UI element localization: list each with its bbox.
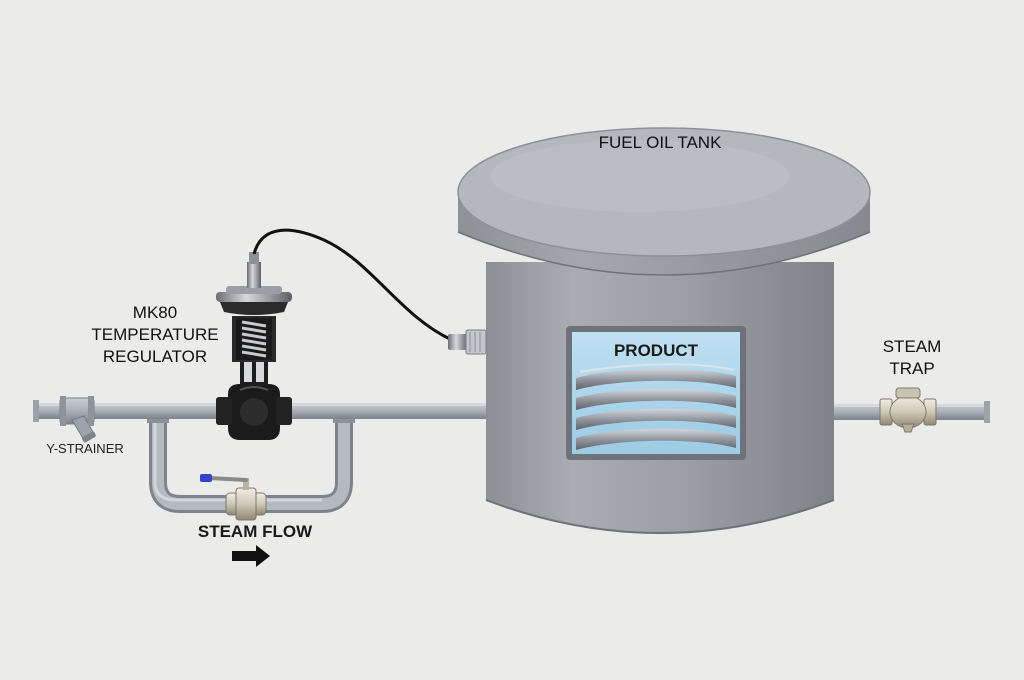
steam-trap-label: STEAM TRAP	[862, 336, 962, 380]
steam-trap-label-line2: TRAP	[889, 359, 935, 378]
y-strainer-label: Y-STRAINER	[46, 441, 124, 456]
control-valve-icon	[216, 252, 292, 440]
steam-trap-icon	[879, 387, 937, 433]
heating-coil	[576, 363, 736, 450]
tank-label: FUEL OIL TANK	[598, 133, 722, 152]
ball-valve-icon	[200, 474, 267, 521]
steam-trap-label-line1: STEAM	[882, 337, 942, 356]
capillary-tube	[252, 228, 453, 342]
y-strainer-icon	[59, 396, 96, 443]
regulator-label: MK80 TEMPERATURE REGULATOR	[70, 302, 240, 368]
arrow-right-icon	[232, 545, 270, 567]
sensor-bulb-icon	[448, 329, 487, 355]
product-window	[566, 326, 746, 460]
regulator-label-line2: TEMPERATURE	[91, 325, 219, 344]
regulator-label-line1: MK80	[132, 303, 178, 322]
product-label: PRODUCT	[613, 341, 699, 360]
steam-flow-label: STEAM FLOW	[197, 522, 313, 541]
regulator-label-line3: REGULATOR	[102, 347, 208, 366]
